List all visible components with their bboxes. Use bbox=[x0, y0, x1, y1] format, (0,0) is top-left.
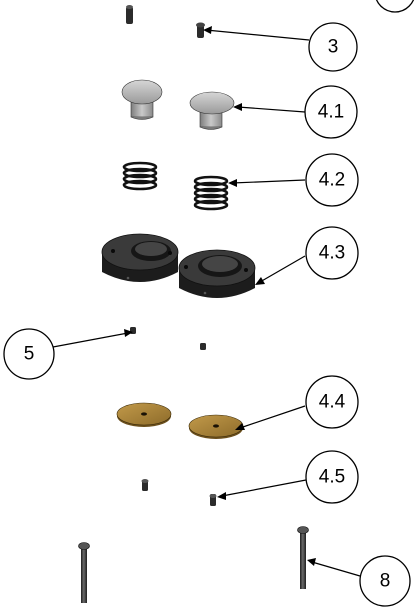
callout-4-1: 4.1 bbox=[304, 85, 358, 139]
washer-part-4-4-right bbox=[188, 414, 244, 439]
cap-part-4-1-left bbox=[121, 79, 163, 120]
callout-4-5: 4.5 bbox=[305, 450, 359, 504]
callout-4-1-label: 4.1 bbox=[318, 102, 344, 123]
callout-4-2: 4.2 bbox=[305, 153, 359, 207]
housing-part-4-3-left bbox=[101, 233, 179, 282]
callout-8-label: 8 bbox=[380, 571, 391, 592]
screw-part-3-right bbox=[196, 22, 205, 38]
spring-part-4-2-right bbox=[193, 175, 229, 211]
callout-5-label: 5 bbox=[24, 344, 35, 365]
callout-3: 3 bbox=[308, 22, 358, 72]
pin-part-8-right bbox=[297, 526, 309, 589]
housing-part-4-3-right bbox=[178, 249, 256, 298]
callout-3-label: 3 bbox=[328, 37, 339, 58]
partial-callout-circle bbox=[375, 0, 414, 13]
callout-4-4-label: 4.4 bbox=[319, 392, 346, 413]
callout-5: 5 bbox=[3, 328, 55, 380]
screw-part-4-5-left bbox=[141, 479, 149, 491]
callout-4-4: 4.4 bbox=[305, 375, 359, 429]
callout-8: 8 bbox=[359, 555, 411, 607]
screw-part-3-left bbox=[126, 5, 133, 24]
callout-4-2-label: 4.2 bbox=[319, 170, 345, 191]
washer-part-4-4-left bbox=[116, 402, 172, 427]
spring-part-4-2-left bbox=[122, 161, 158, 191]
callout-4-3: 4.3 bbox=[305, 226, 359, 280]
callout-4-3-label: 4.3 bbox=[319, 243, 345, 264]
screw-part-4-5-right bbox=[209, 494, 217, 506]
pin-part-8-left bbox=[78, 542, 90, 603]
callout-4-5-label: 4.5 bbox=[319, 467, 345, 488]
cap-part-4-1-right bbox=[189, 91, 235, 130]
set-screw-part-5-right bbox=[200, 343, 206, 350]
